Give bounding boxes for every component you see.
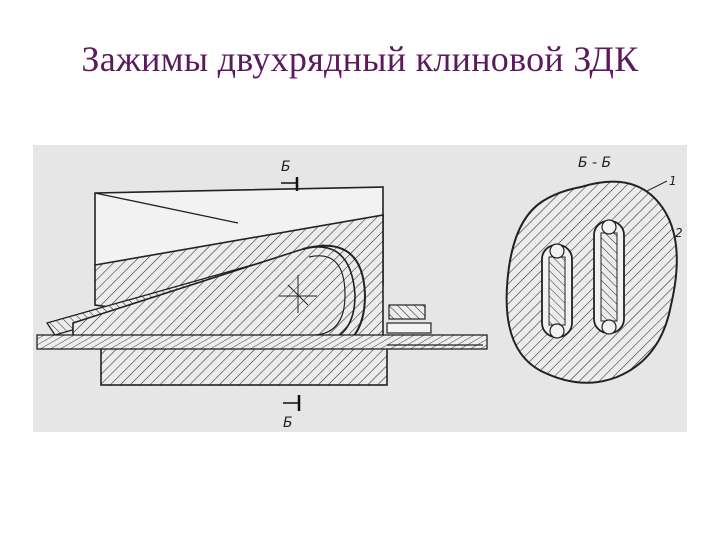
callout-2: 2 [675, 226, 683, 240]
clamp-drawing: Б Б Б - Б 1 2 [33, 145, 687, 432]
section-label-bottom: Б [283, 415, 293, 431]
clamp-side-view: Б Б [36, 159, 488, 431]
section-body [505, 180, 678, 384]
section-label-top: Б [281, 159, 291, 175]
clamp-section-view: Б - Б 1 2 [505, 155, 683, 384]
wire-lower [36, 334, 488, 350]
section-view-label: Б - Б [578, 155, 611, 171]
clamp-drawing-svg: Б Б Б - Б 1 2 [36, 155, 683, 431]
slide-title: Зажимы двухрядный клиновой ЗДК [81, 39, 639, 79]
section-mark-top: Б [281, 159, 299, 191]
lower-plate [100, 344, 388, 386]
section-mark-bottom: Б [283, 395, 301, 431]
callout-1: 1 [669, 174, 677, 188]
